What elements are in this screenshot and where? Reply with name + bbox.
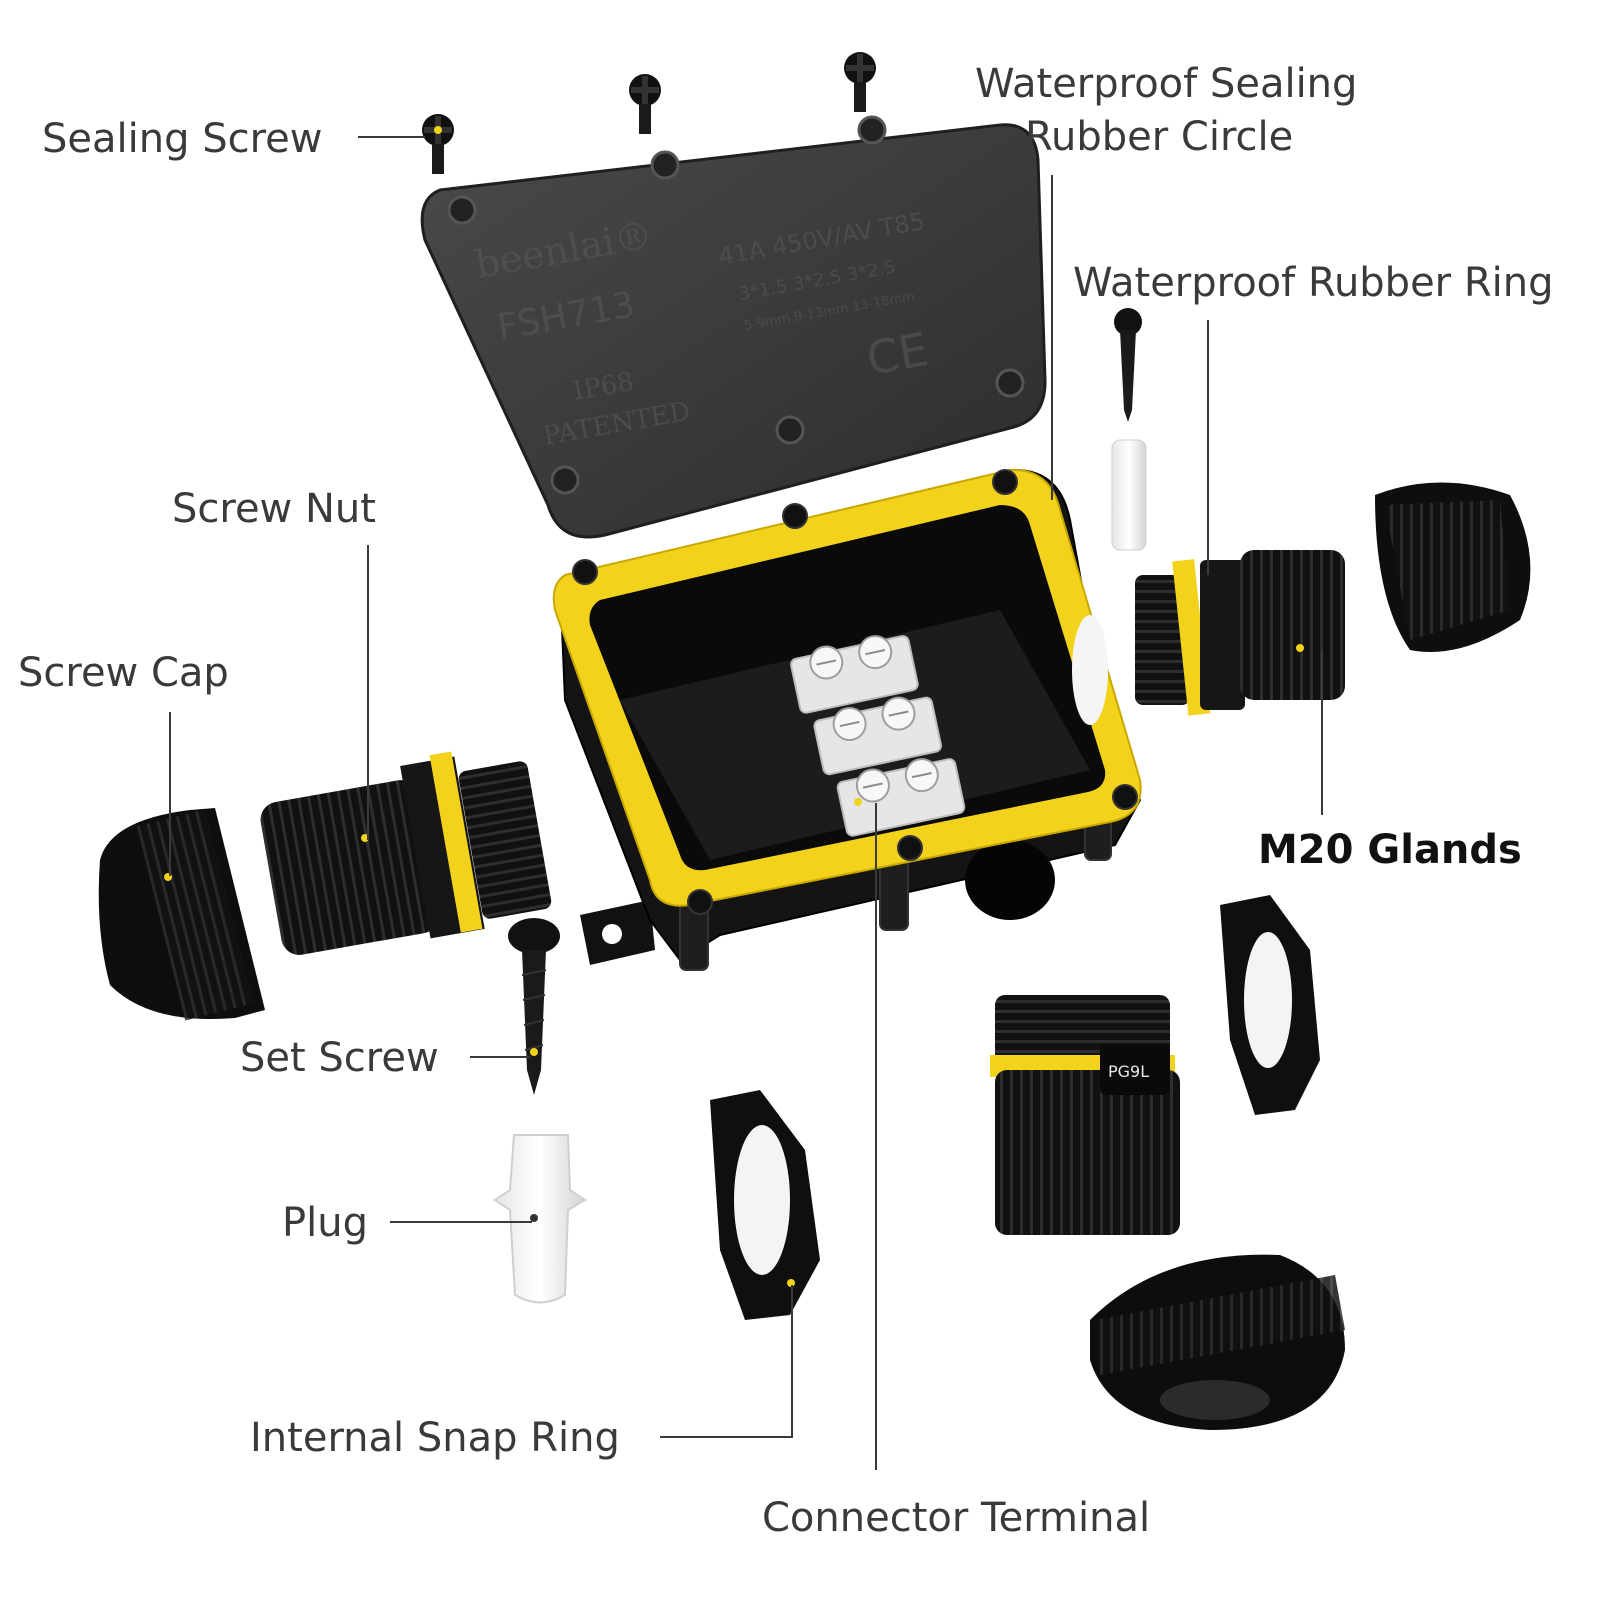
label-waterproof-rubber-ring: Waterproof Rubber Ring [1073,260,1554,306]
label-waterproof-sealing-line2: Rubber Circle [1025,114,1293,160]
sealing-screw-1-icon [422,114,454,174]
side-cable-entry [1072,615,1108,725]
right-plug [1111,439,1147,551]
m20-gland-left [98,751,552,1021]
m20-gland-right [1135,482,1531,716]
label-sealing-screw: Sealing Screw [42,116,322,162]
sealing-screw-3-icon [844,52,876,112]
sealing-screw-2-icon [629,74,661,134]
right-screw-and-plug [1111,308,1147,551]
set-screw-icon [508,918,560,954]
label-waterproof-sealing-line1: Waterproof Sealing [975,61,1357,107]
screw-nut [260,780,440,955]
right-set-screw-icon [1114,308,1142,336]
pg9l-gland: PG9L [990,995,1345,1430]
label-m20-glands: M20 Glands [1258,827,1522,873]
plug [493,1134,587,1304]
label-screw-nut: Screw Nut [172,486,376,532]
lid-ce-mark: CE [863,322,933,386]
label-screw-cap: Screw Cap [18,650,229,696]
label-internal-snap-ring: Internal Snap Ring [250,1415,620,1461]
sealing-screws [422,52,876,174]
leader-lines [169,136,1323,1470]
connector-terminal [790,635,966,837]
mounting-hole [602,924,622,944]
internal-snap-ring-right [1220,895,1320,1115]
label-plug: Plug [282,1200,368,1246]
gland-marking: PG9L [1108,1062,1149,1081]
front-cable-entry [965,840,1055,920]
label-set-screw: Set Screw [240,1035,439,1081]
label-connector-terminal: Connector Terminal [762,1495,1150,1541]
callout-labels: Sealing Screw Waterproof Sealing Rubber … [18,61,1554,1541]
lid: beenlai® FSH713 41A 450V/AV T85 3*1.5 3*… [420,115,1047,539]
left-screw-and-plug [493,918,587,1304]
internal-snap-ring-left [710,1090,820,1320]
